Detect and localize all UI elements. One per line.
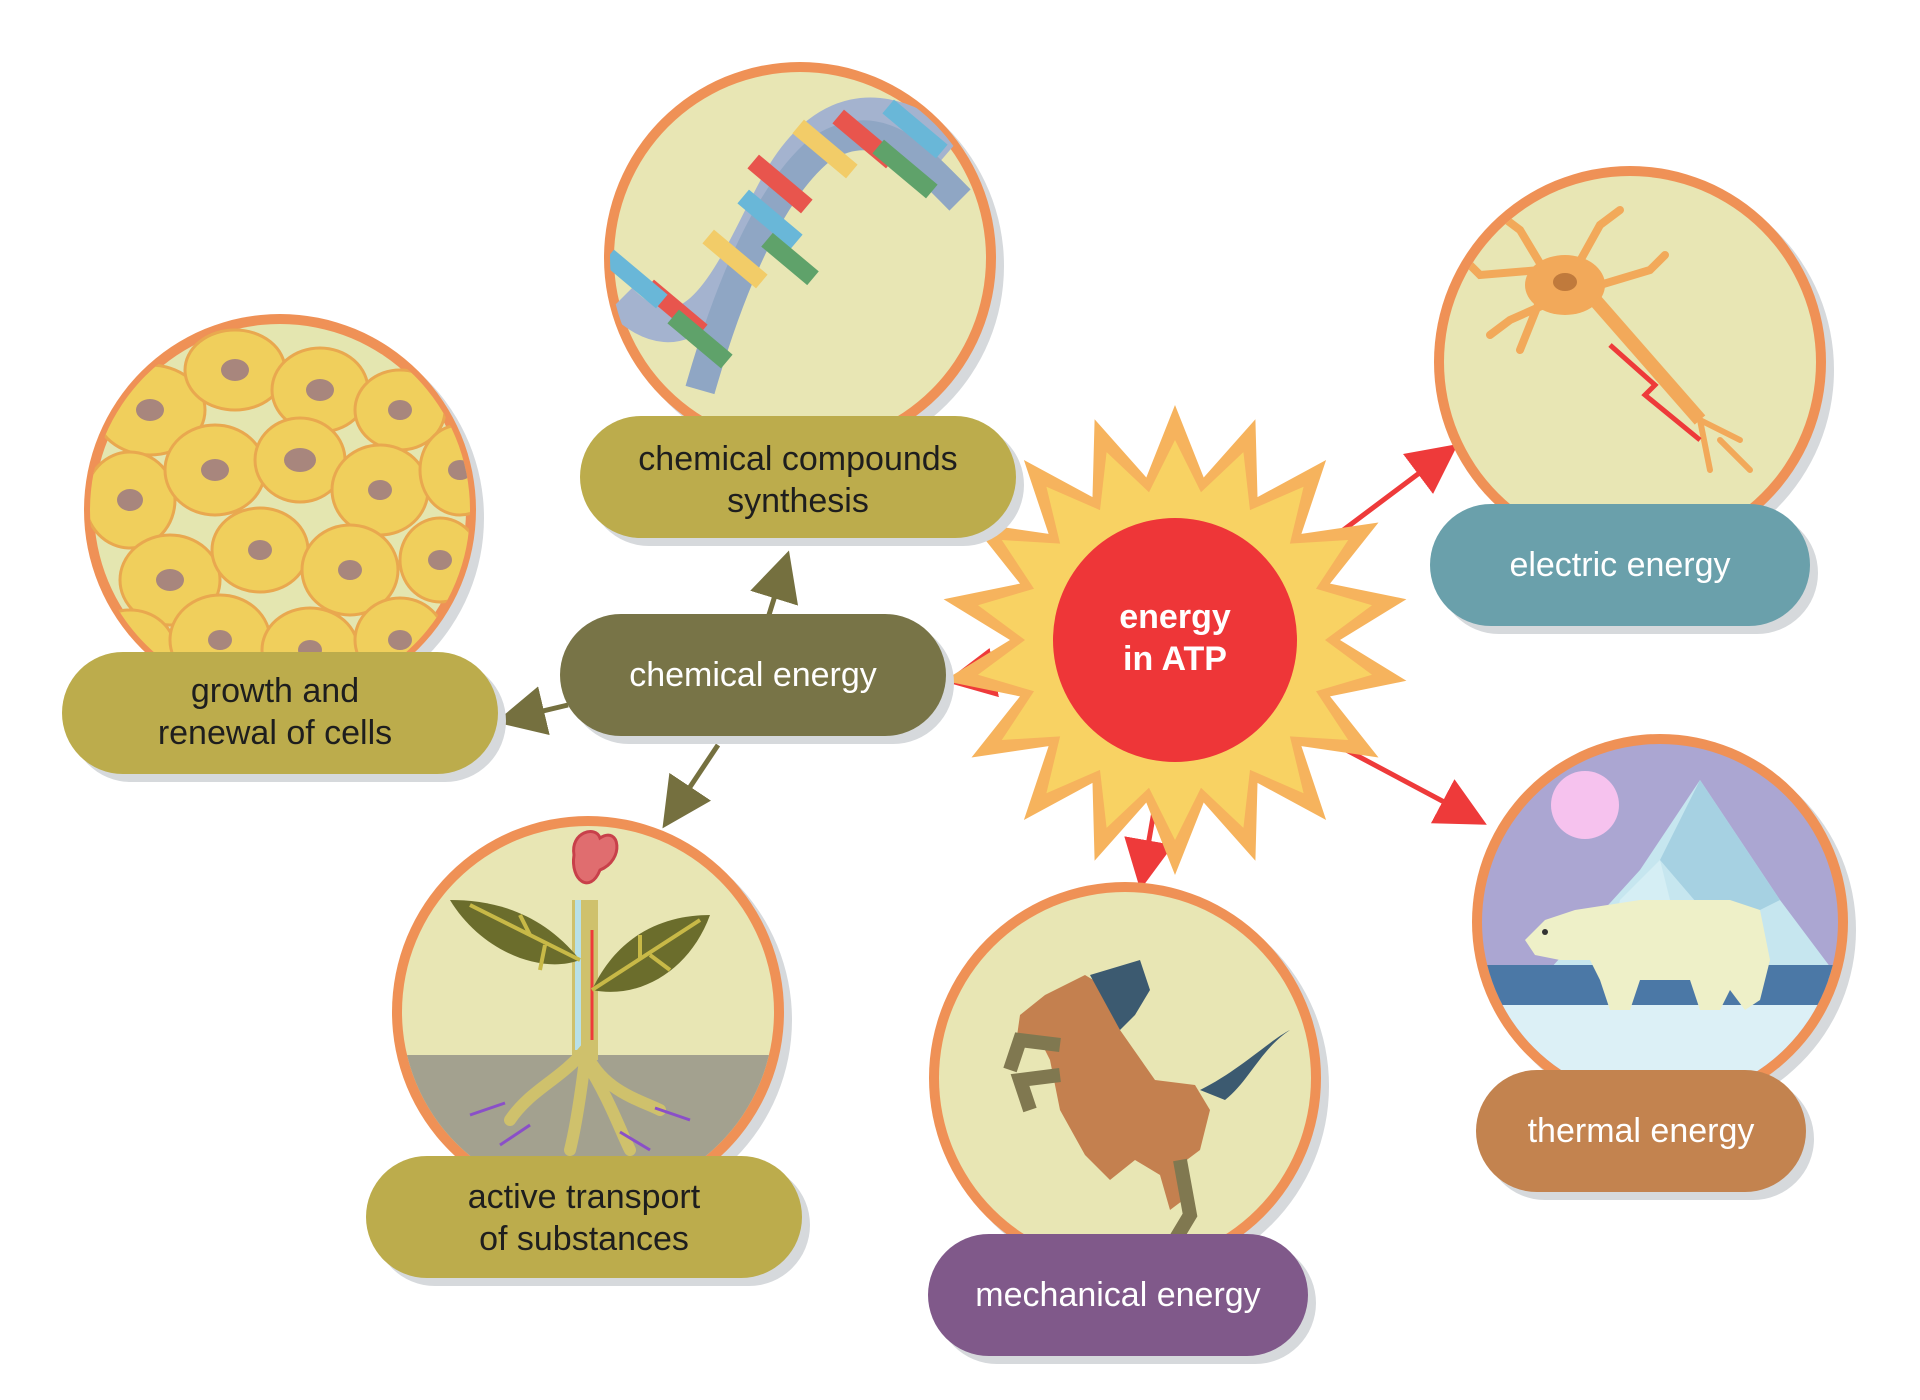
dna-illustration	[604, 62, 1004, 462]
node-chemical-energy: chemical energy	[560, 614, 954, 744]
neuron-icon	[1461, 206, 1753, 473]
rearing-horse-icon	[1003, 960, 1290, 1244]
electric-energy-label: electric energy	[1509, 546, 1730, 584]
growth-label-line2: renewal of cells	[158, 714, 392, 752]
node-active-transport: active transport of substances	[366, 1156, 810, 1286]
center-label-line1: energy	[1119, 598, 1231, 636]
polar-bear-illustration	[1472, 734, 1856, 1118]
neuron-illustration	[1434, 166, 1834, 566]
dna-helix-icon	[610, 97, 971, 395]
center-label-line2: in ATP	[1123, 640, 1227, 678]
node-growth-renewal-cells: growth and renewal of cells	[62, 652, 506, 782]
chemical-compounds-label-line1: chemical compounds	[638, 440, 957, 478]
transport-label-line1: active transport	[468, 1178, 701, 1216]
node-chemical-compounds-synthesis: chemical compounds synthesis	[580, 416, 1024, 546]
mechanical-energy-label: mechanical energy	[975, 1276, 1260, 1314]
atp-sun: energy in ATP	[943, 405, 1407, 875]
arrow-chemical-to-growth	[495, 686, 569, 736]
plant-illustration	[392, 816, 792, 1216]
transport-label-line2: of substances	[479, 1220, 689, 1258]
polar-bear-icon	[1525, 900, 1770, 1010]
horse-illustration	[929, 882, 1329, 1282]
moon-icon	[1551, 771, 1619, 839]
plant-icon	[450, 830, 710, 1156]
atp-core	[1053, 518, 1297, 762]
node-electric-energy: electric energy	[1430, 504, 1818, 634]
growth-label-line1: growth and	[191, 672, 359, 710]
node-mechanical-energy: mechanical energy	[928, 1234, 1316, 1364]
thermal-energy-label: thermal energy	[1528, 1112, 1755, 1150]
arrow-chemical-to-transport	[662, 743, 721, 829]
node-thermal-energy: thermal energy	[1476, 1070, 1814, 1200]
chemical-compounds-label-line2: synthesis	[727, 482, 869, 520]
transport-arrows-icon	[469, 1101, 691, 1152]
arrow-chemical-to-compounds	[750, 550, 799, 619]
chemical-energy-label: chemical energy	[629, 656, 877, 694]
